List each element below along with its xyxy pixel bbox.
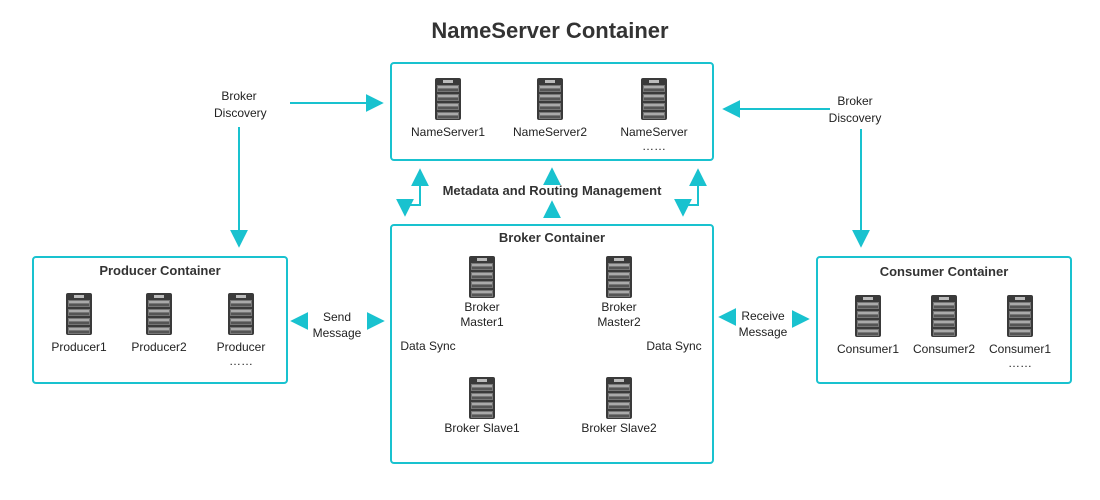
- node-label: Producer: [216, 340, 266, 354]
- node-label: Producer2: [131, 340, 187, 354]
- nameserver-node-2: NameServer2: [500, 78, 600, 140]
- producer-node-2: Producer2: [109, 293, 209, 355]
- nameserver-node-3: NameServer ……: [604, 78, 704, 152]
- server-rack-icon: [146, 293, 172, 335]
- consumer-node-1: Consumer1: [818, 295, 918, 357]
- server-rack-icon: [228, 293, 254, 335]
- producer-node-3: Producer ……: [191, 293, 291, 367]
- arrow-metadata-right: [674, 168, 707, 217]
- broker-master2: Broker Master2: [579, 256, 659, 330]
- server-rack-icon: [641, 78, 667, 120]
- node-label: Producer1: [51, 340, 107, 354]
- ellipsis: ……: [642, 139, 666, 153]
- node-label: NameServer1: [410, 125, 486, 139]
- broker-container: [390, 224, 714, 464]
- node-label: Broker Slave1: [444, 421, 520, 435]
- broker-master1: Broker Master1: [442, 256, 522, 330]
- send-message-label: Send Message: [312, 310, 362, 340]
- nameserver-node-1: NameServer1: [398, 78, 498, 140]
- node-label: NameServer: [620, 125, 688, 139]
- server-rack-icon: [469, 256, 495, 298]
- node-label: Consumer1: [988, 342, 1052, 356]
- data-sync-right-label: Data Sync: [646, 339, 702, 353]
- server-rack-icon: [66, 293, 92, 335]
- node-label: Consumer1: [836, 342, 900, 356]
- node-label: Broker Slave2: [581, 421, 657, 435]
- page-title: NameServer Container: [431, 18, 669, 43]
- server-rack-icon: [469, 377, 495, 419]
- ellipsis: ……: [1008, 356, 1032, 370]
- consumer-node-2: Consumer2: [894, 295, 994, 357]
- node-label: Broker Master1: [460, 300, 504, 329]
- broker-container-title: Broker Container: [498, 230, 606, 245]
- broker-slave2: Broker Slave2: [579, 377, 659, 436]
- receive-message-label: Receive Message: [738, 309, 788, 339]
- node-label: Broker Master2: [597, 300, 641, 329]
- node-label: NameServer2: [512, 125, 588, 139]
- ellipsis: ……: [229, 354, 253, 368]
- server-rack-icon: [606, 377, 632, 419]
- data-sync-left-label: Data Sync: [400, 339, 456, 353]
- producer-node-1: Producer1: [29, 293, 129, 355]
- metadata-label: Metadata and Routing Management: [442, 183, 662, 198]
- server-rack-icon: [855, 295, 881, 337]
- server-rack-icon: [931, 295, 957, 337]
- broker-discovery-right-label: Broker Discovery: [828, 94, 882, 125]
- arrow-metadata-left: [396, 168, 429, 217]
- consumer-container-title: Consumer Container: [879, 264, 1009, 279]
- server-rack-icon: [1007, 295, 1033, 337]
- server-rack-icon: [435, 78, 461, 120]
- producer-container-title: Producer Container: [99, 263, 221, 278]
- broker-discovery-left-label: Broker Discovery: [214, 89, 267, 120]
- node-label: Consumer2: [912, 342, 976, 356]
- consumer-node-3: Consumer1 ……: [970, 295, 1070, 369]
- broker-slave1: Broker Slave1: [442, 377, 522, 436]
- server-rack-icon: [537, 78, 563, 120]
- server-rack-icon: [606, 256, 632, 298]
